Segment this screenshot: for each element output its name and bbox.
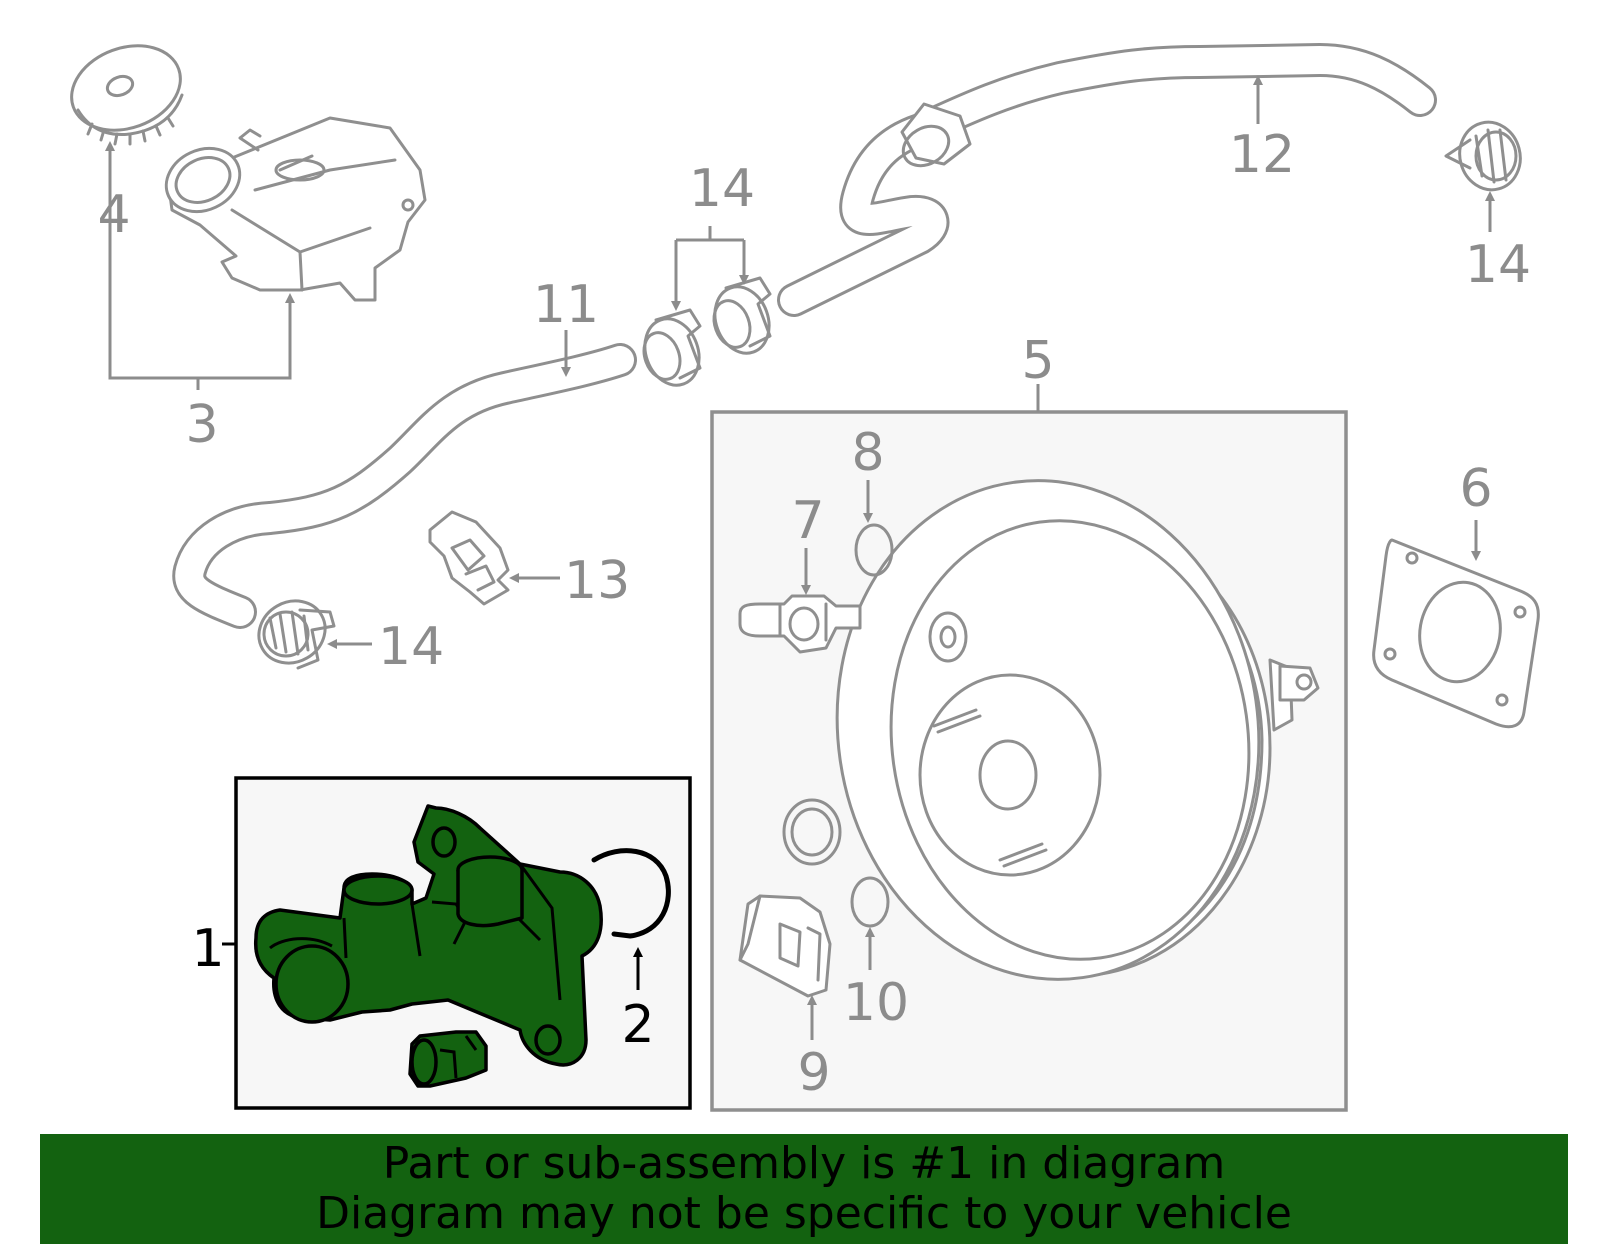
callout-14-lower-left: 14 xyxy=(378,617,444,677)
callout-11: 11 xyxy=(533,275,599,335)
info-banner: Part or sub-assembly is #1 in diagram Di… xyxy=(40,1134,1568,1244)
reservoir xyxy=(164,116,427,302)
vacuum-check-valve xyxy=(738,594,862,654)
grommet xyxy=(782,798,842,866)
hose-clamp-lower-left xyxy=(257,599,336,670)
vacuum-hose-left xyxy=(172,343,637,629)
vacuum-sensor xyxy=(738,894,832,998)
hose-clamp-top-right xyxy=(1444,120,1522,192)
callout-14-middle: 14 xyxy=(689,159,755,219)
seal-10 xyxy=(850,876,890,928)
brake-master-cylinder[interactable] xyxy=(253,804,603,1088)
callout-8: 8 xyxy=(851,423,884,483)
check-valve xyxy=(428,510,510,606)
callout-2: 2 xyxy=(621,995,654,1055)
reservoir-cap xyxy=(70,44,184,146)
vacuum-hose-top xyxy=(777,42,1437,317)
callout-10: 10 xyxy=(843,973,909,1033)
o-ring xyxy=(591,848,671,939)
callout-9: 9 xyxy=(797,1043,830,1103)
seal-8 xyxy=(854,523,894,577)
banner-line-2: Diagram may not be specific to your vehi… xyxy=(316,1188,1292,1239)
callout-3: 3 xyxy=(185,395,218,455)
callout-13: 13 xyxy=(564,551,630,611)
callout-5: 5 xyxy=(1021,331,1054,391)
callout-12: 12 xyxy=(1229,125,1295,185)
brake-booster xyxy=(835,479,1320,981)
callout-14-top-right: 14 xyxy=(1465,235,1531,295)
hose-clamps-middle xyxy=(642,276,772,387)
callout-6: 6 xyxy=(1459,459,1492,519)
callout-1: 1 xyxy=(191,919,224,979)
callout-4: 4 xyxy=(97,185,130,245)
callout-7: 7 xyxy=(791,491,824,551)
booster-gasket xyxy=(1372,538,1540,729)
banner-line-1: Part or sub-assembly is #1 in diagram xyxy=(382,1138,1226,1189)
